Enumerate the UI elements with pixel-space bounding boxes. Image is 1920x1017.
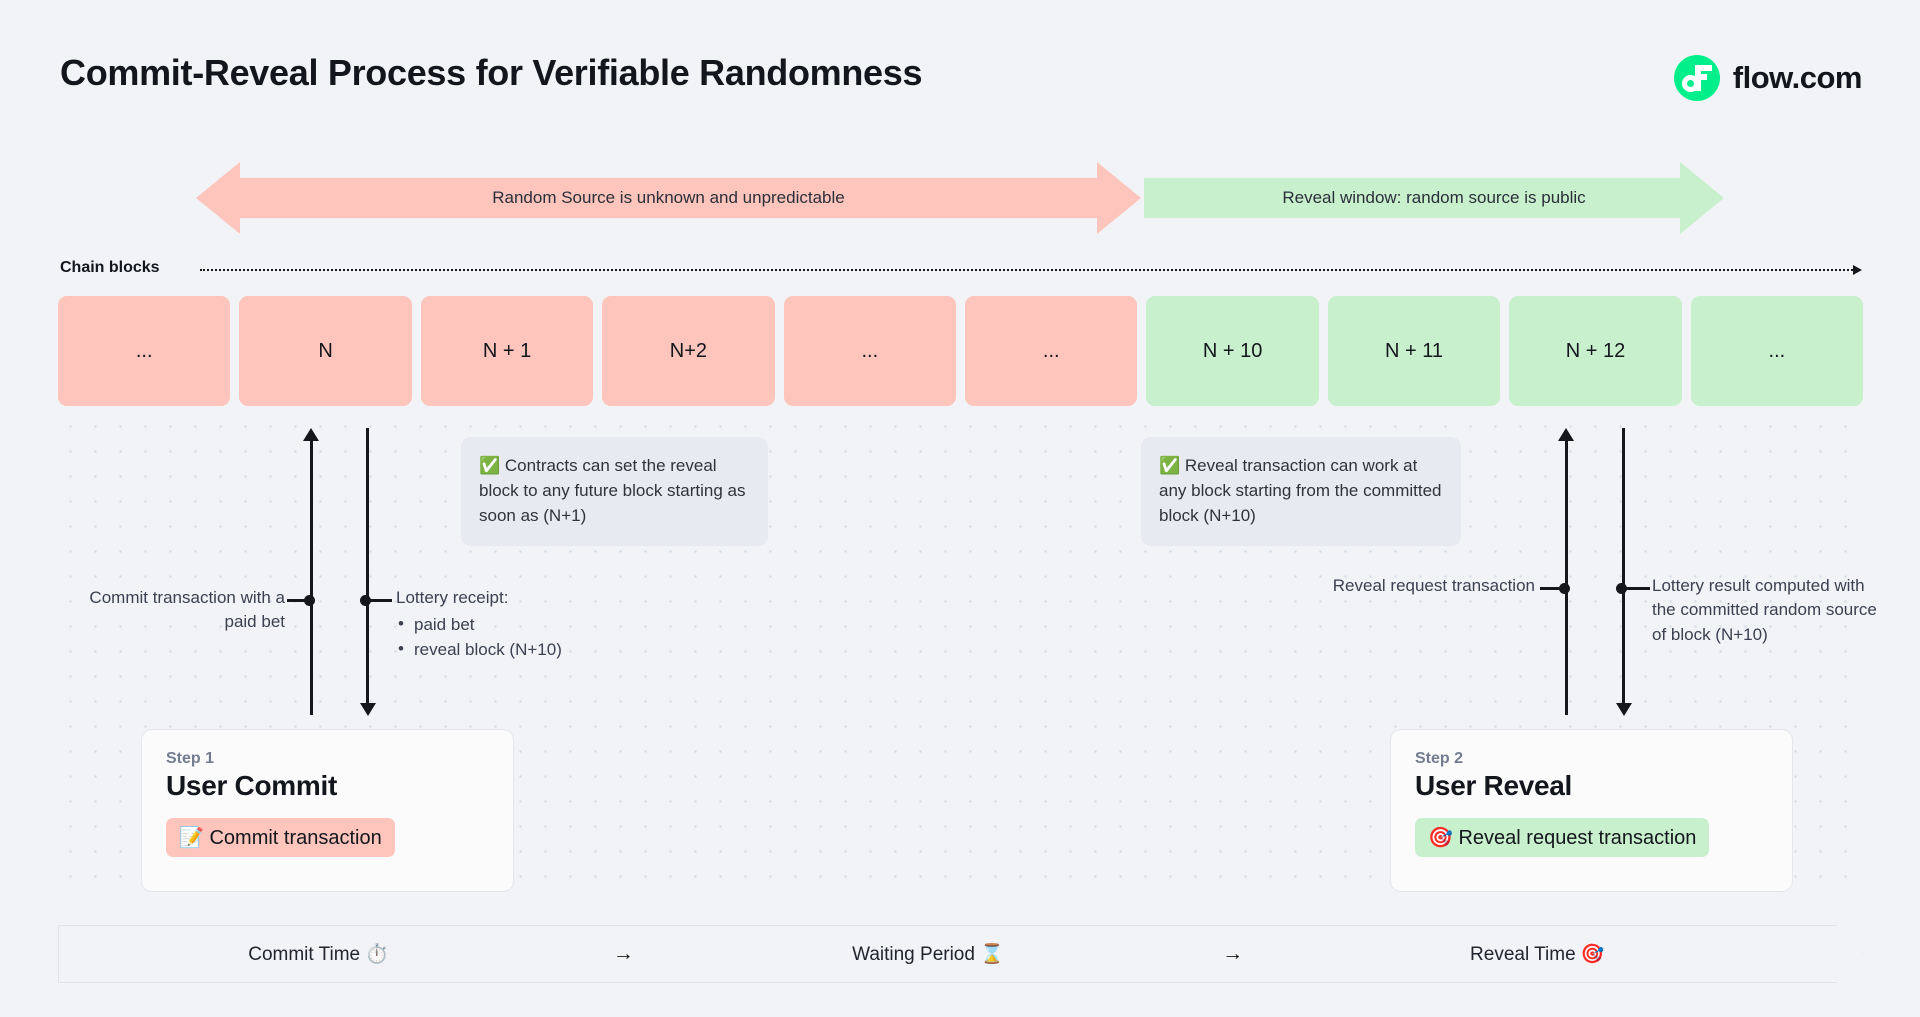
reveal-arrowhead-up-icon bbox=[1558, 428, 1574, 441]
commit-arrowhead-up-icon bbox=[303, 428, 319, 441]
commit-connector-stub bbox=[287, 599, 309, 602]
brand-logo: flow.com bbox=[1673, 55, 1863, 101]
banner-unpredictable-label: Random Source is unknown and unpredictab… bbox=[492, 188, 845, 207]
banner-reveal-window: Reveal window: random source is public bbox=[1144, 162, 1724, 234]
banner-reveal-window-label: Reveal window: random source is public bbox=[1282, 188, 1586, 207]
chain-block: ... bbox=[965, 296, 1138, 406]
banner-unpredictable: Random Source is unknown and unpredictab… bbox=[196, 162, 1141, 234]
reveal-connector-line bbox=[1565, 440, 1568, 715]
timeline-phase-reveal: Reveal Time 🎯 bbox=[1470, 944, 1605, 965]
lottery-receipt-item: paid bet bbox=[396, 612, 666, 637]
chain-blocks-row: ... N N + 1 N+2 ... ... N + 10 N + 11 N … bbox=[58, 296, 1864, 406]
callout-reveal-text: Reveal transaction can work at any block… bbox=[1159, 456, 1442, 526]
chain-axis-arrow bbox=[200, 265, 1862, 275]
phase-banners: Random Source is unknown and unpredictab… bbox=[0, 162, 1920, 234]
memo-icon: 📝 bbox=[179, 827, 204, 849]
chain-block: N + 12 bbox=[1509, 296, 1682, 406]
reveal-connector-stub bbox=[1540, 587, 1564, 590]
page-title: Commit-Reveal Process for Verifiable Ran… bbox=[60, 52, 923, 93]
chain-blocks-label: Chain blocks bbox=[60, 259, 160, 276]
annotation-lottery-result: Lottery result computed with the committ… bbox=[1652, 576, 1877, 644]
commit-connector-dot bbox=[304, 595, 315, 606]
step-1-chip-label: Commit transaction bbox=[209, 827, 382, 849]
check-icon: ✅ bbox=[479, 456, 501, 475]
annotation-reveal-request: Reveal request transaction bbox=[1332, 576, 1535, 595]
annotation-lottery-receipt: Lottery receipt: paid bet reveal block (… bbox=[396, 586, 666, 662]
step-2-chip[interactable]: 🎯 Reveal request transaction bbox=[1415, 818, 1710, 857]
lottery-receipt-item: reveal block (N+10) bbox=[396, 637, 666, 662]
reveal-connector-dot bbox=[1559, 583, 1570, 594]
phase-timeline-body: Commit Time ⏱️ → Waiting Period ⌛ → Reve… bbox=[58, 925, 1798, 983]
timeline-arrow-icon: → bbox=[612, 942, 634, 965]
step-1-title: User Commit bbox=[166, 770, 337, 801]
result-connector-stub bbox=[1626, 587, 1650, 590]
timeline-arrow-tip bbox=[1793, 925, 1863, 983]
timeline-phase-waiting: Waiting Period ⌛ bbox=[852, 944, 1004, 965]
phase-timeline: Commit Time ⏱️ → Waiting Period ⌛ → Reve… bbox=[58, 925, 1863, 983]
step-card-2[interactable]: Step 2 User Reveal 🎯 Reveal request tran… bbox=[1390, 729, 1793, 892]
step-2-chip-label: Reveal request transaction bbox=[1458, 827, 1697, 849]
target-icon: 🎯 bbox=[1428, 827, 1453, 849]
result-arrowhead-down-icon bbox=[1616, 703, 1632, 716]
lottery-receipt-title: Lottery receipt: bbox=[396, 588, 509, 607]
receipt-connector-line bbox=[366, 428, 369, 706]
step-card-1[interactable]: Step 1 User Commit 📝 Commit transaction bbox=[141, 729, 514, 892]
chain-block: N + 10 bbox=[1146, 296, 1319, 406]
timeline-arrow-icon: → bbox=[1222, 942, 1244, 965]
chain-block: N + 1 bbox=[420, 296, 594, 406]
step-1-chip[interactable]: 📝 Commit transaction bbox=[166, 818, 395, 857]
callout-commit: ✅ Contracts can set the reveal block to … bbox=[461, 437, 768, 547]
step-1-label: Step 1 bbox=[166, 750, 215, 767]
flow-logo-icon bbox=[1673, 55, 1720, 101]
result-connector-dot bbox=[1616, 583, 1627, 594]
timeline-phase-commit: Commit Time ⏱️ bbox=[248, 944, 390, 965]
chain-block: ... bbox=[1690, 296, 1864, 406]
brand-name: flow.com bbox=[1732, 60, 1863, 95]
chain-block: N + 11 bbox=[1327, 296, 1501, 406]
receipt-arrowhead-down-icon bbox=[360, 703, 376, 716]
chain-block: N bbox=[239, 296, 412, 406]
callout-commit-text: Contracts can set the reveal block to an… bbox=[479, 456, 746, 526]
annotation-commit-transaction: Commit transaction with a paid bet bbox=[89, 588, 285, 632]
lottery-receipt-list: paid bet reveal block (N+10) bbox=[396, 612, 666, 662]
receipt-connector-stub bbox=[370, 599, 392, 602]
commit-connector-line bbox=[310, 440, 313, 715]
receipt-connector-dot bbox=[360, 595, 371, 606]
chain-block: N+2 bbox=[602, 296, 775, 406]
check-icon: ✅ bbox=[1159, 456, 1181, 475]
callout-reveal: ✅ Reveal transaction can work at any blo… bbox=[1141, 437, 1461, 547]
chain-block: ... bbox=[58, 296, 231, 406]
step-2-title: User Reveal bbox=[1415, 770, 1573, 801]
step-2-label: Step 2 bbox=[1415, 750, 1464, 767]
chain-block: ... bbox=[783, 296, 957, 406]
result-connector-line bbox=[1622, 428, 1625, 706]
